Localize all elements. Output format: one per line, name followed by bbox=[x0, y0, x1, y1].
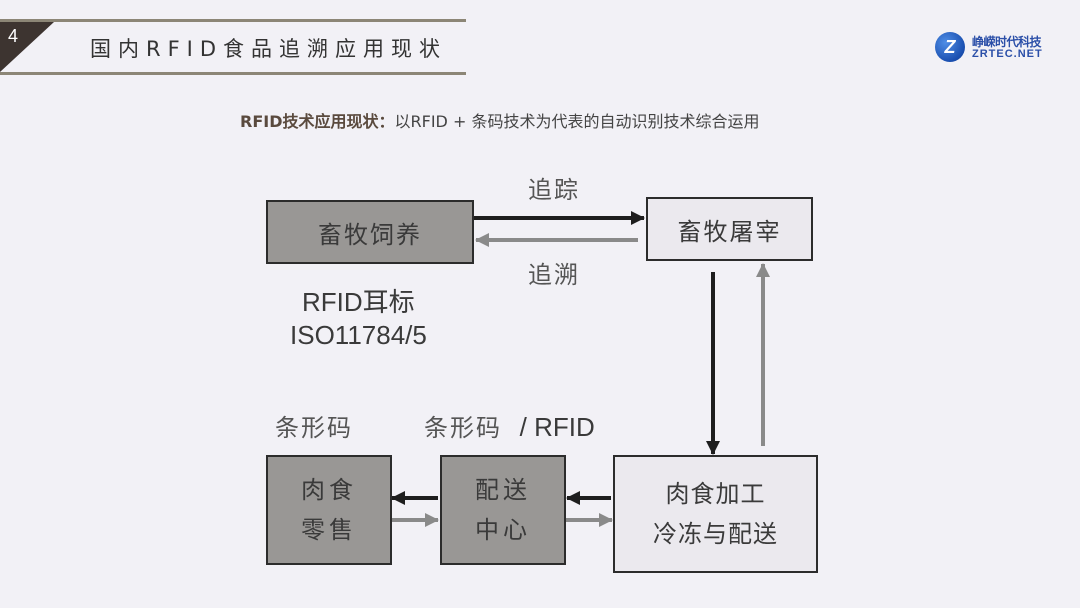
node-meat-retail: 肉食 零售 bbox=[266, 455, 392, 565]
node-distribution-center: 配送 中心 bbox=[440, 455, 566, 565]
node-livestock-slaughter-label: 畜牧屠宰 bbox=[677, 217, 782, 246]
node-meat-processing: 肉食加工 冷冻与配送 bbox=[613, 455, 818, 573]
logo-name-cn: 峥嵘时代科技 bbox=[972, 35, 1042, 49]
logo-name-en: ZRTEC.NET bbox=[972, 48, 1043, 60]
slide-number-badge bbox=[0, 22, 54, 72]
label-barcode-rfid: 条形码 / RFID bbox=[424, 408, 595, 443]
node-distribution-center-line2: 中心 bbox=[475, 516, 531, 544]
label-barcode-rfid-cn: 条形码 bbox=[424, 414, 502, 442]
node-meat-retail-line2: 零售 bbox=[301, 516, 357, 544]
slide-number: 4 bbox=[8, 26, 19, 46]
header-divider-bottom bbox=[0, 72, 466, 75]
node-meat-processing-line2: 冷冻与配送 bbox=[653, 520, 778, 548]
node-livestock-farming: 畜牧饲养 bbox=[266, 200, 474, 264]
node-meat-retail-line1: 肉食 bbox=[301, 476, 357, 504]
node-livestock-farming-label: 畜牧饲养 bbox=[318, 220, 422, 249]
label-barcode-retail: 条形码 bbox=[275, 414, 353, 442]
zrtec-logo-icon: Z bbox=[935, 32, 965, 62]
label-rfid-ear-tag-text: RFID耳标 bbox=[302, 287, 415, 317]
node-distribution-center-line1: 配送 bbox=[475, 476, 531, 504]
page-title: 国内RFID食品追溯应用现状 bbox=[90, 37, 448, 61]
label-barcode-rfid-en: / RFID bbox=[519, 412, 595, 442]
company-logo: Z 峥嵘时代科技 ZRTEC.NET bbox=[935, 30, 1065, 66]
subtitle: RFID技术应用现状：以RFID + 条码技术为代表的自动识别技术综合运用 bbox=[240, 108, 759, 132]
label-track: 追踪 bbox=[528, 176, 580, 204]
label-trace: 追溯 bbox=[528, 261, 580, 289]
subtitle-heading: RFID技术应用现状： bbox=[240, 112, 395, 131]
label-iso-standard: ISO11784/5 bbox=[290, 320, 427, 350]
node-livestock-slaughter: 畜牧屠宰 bbox=[646, 197, 813, 261]
header-divider-top bbox=[0, 19, 466, 22]
subtitle-text: 以RFID + 条码技术为代表的自动识别技术综合运用 bbox=[394, 112, 760, 131]
label-rfid-ear-tag: RFID耳标 bbox=[302, 282, 415, 319]
node-meat-processing-line1: 肉食加工 bbox=[665, 480, 766, 508]
